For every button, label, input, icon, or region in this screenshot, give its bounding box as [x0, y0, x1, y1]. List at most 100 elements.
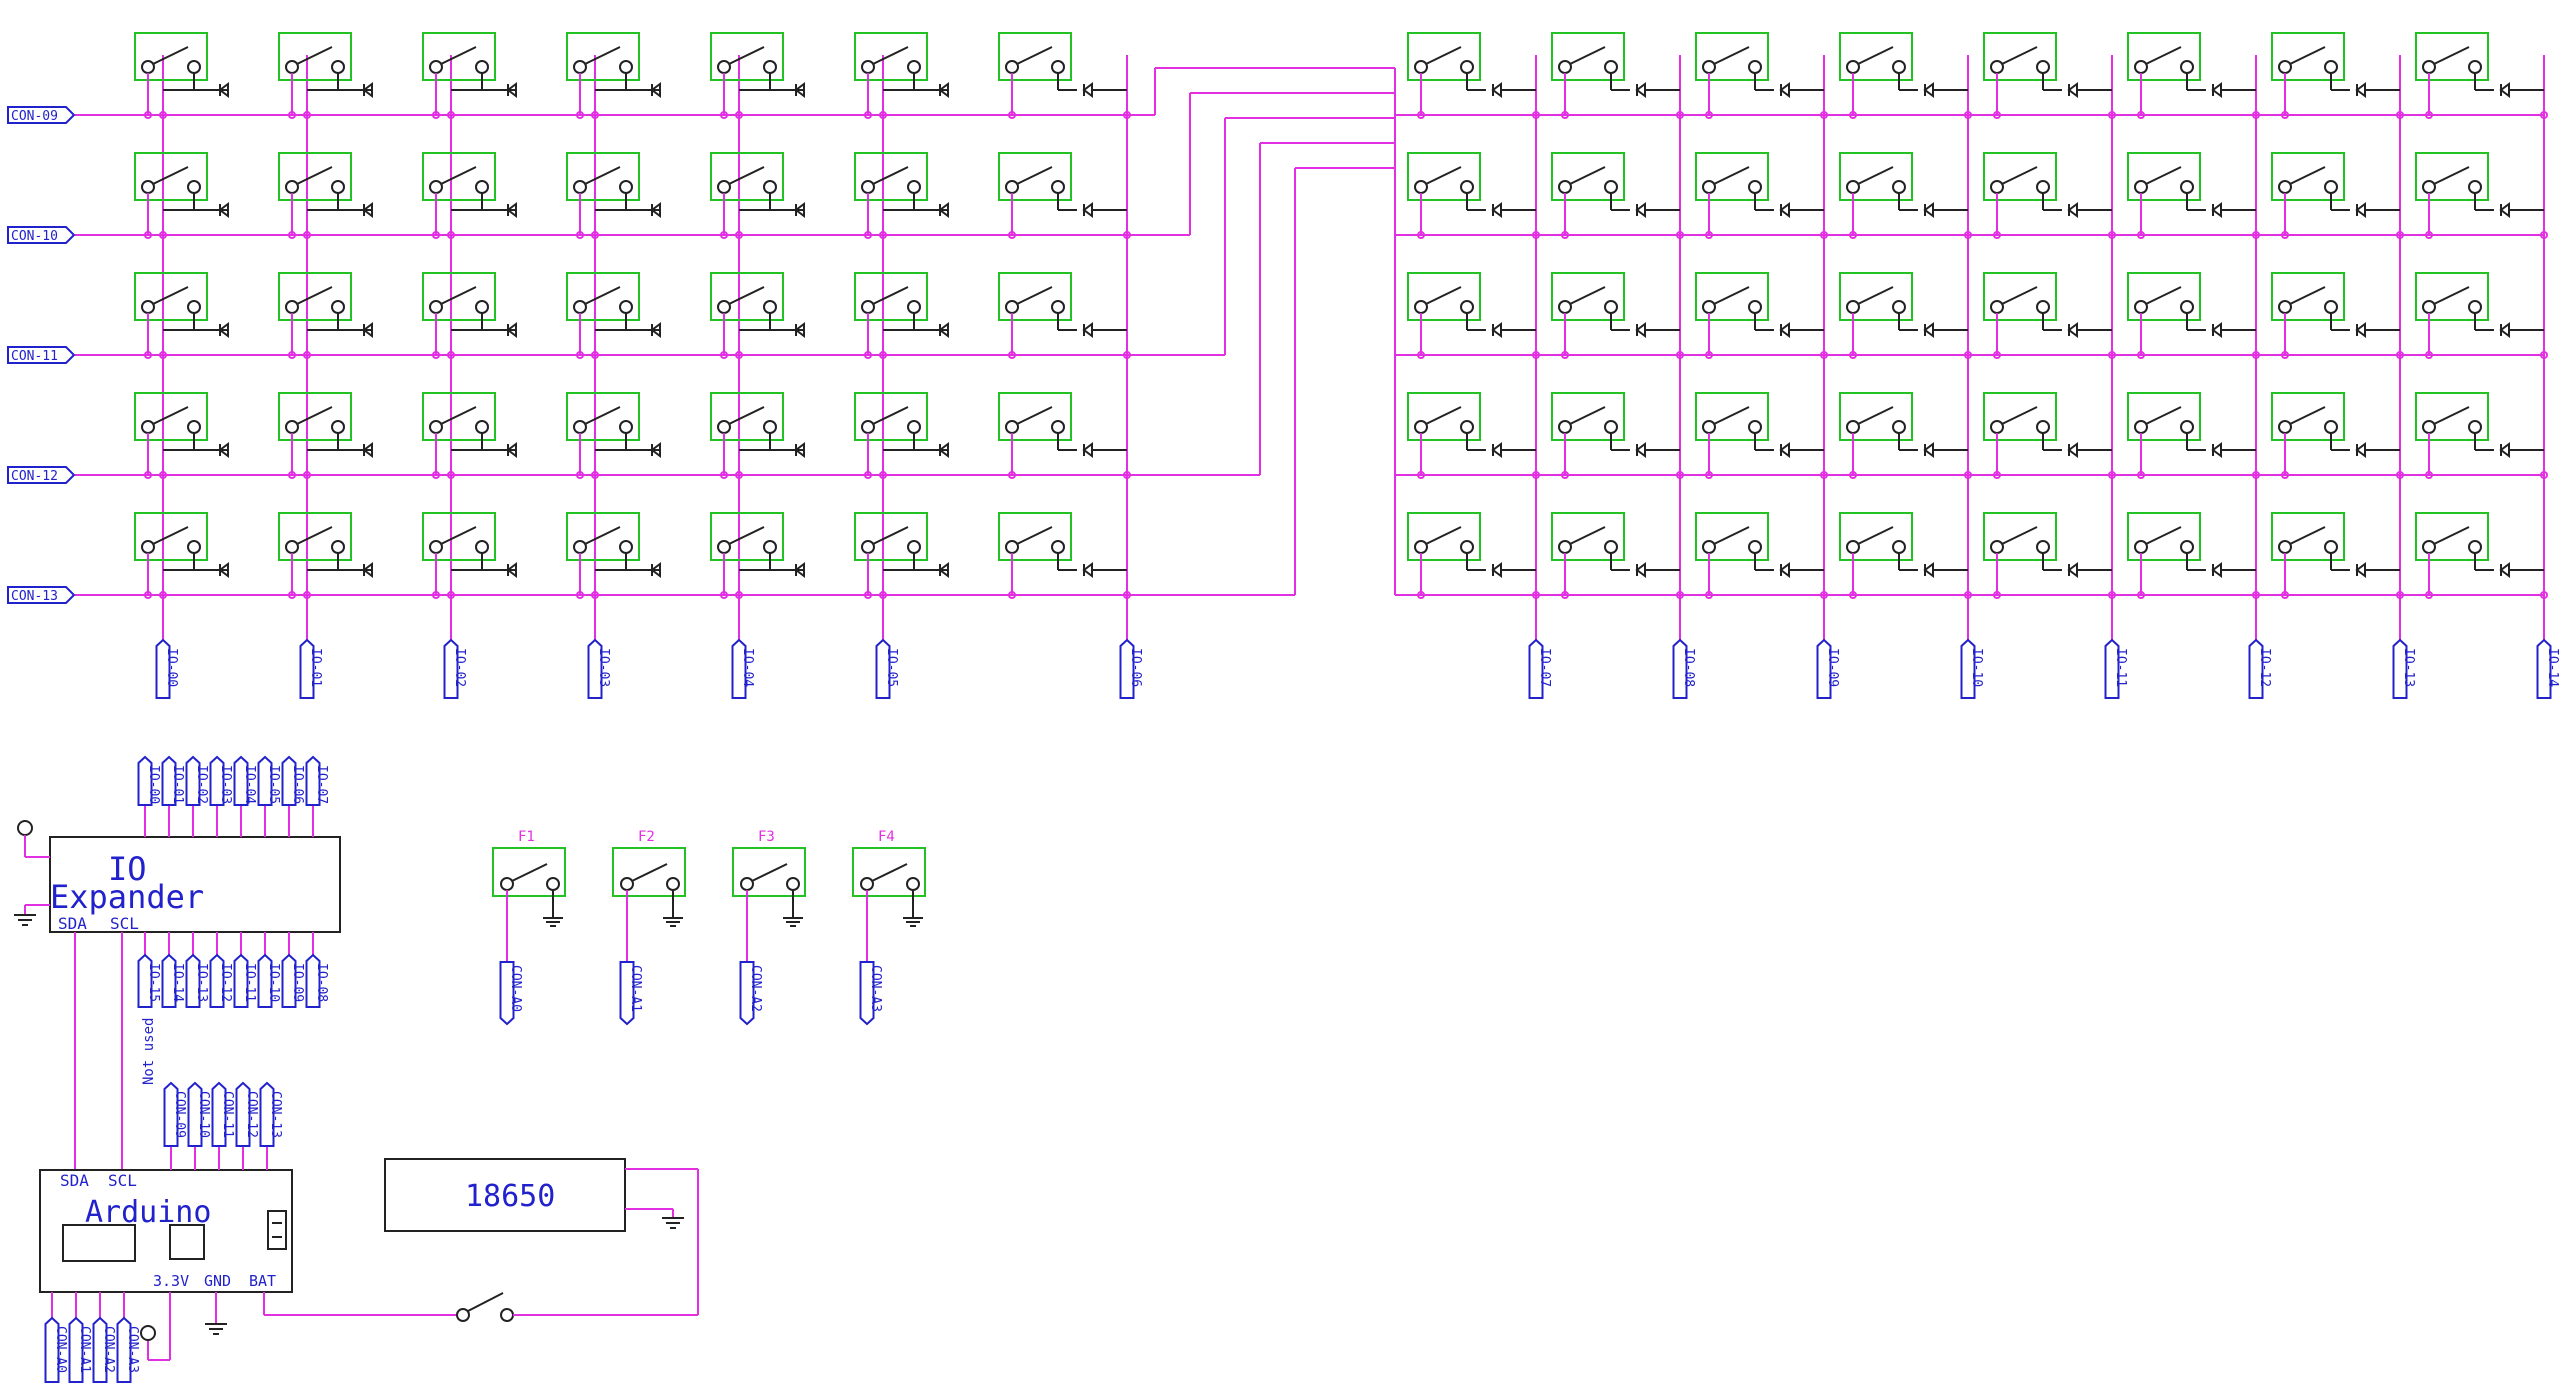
key-switch [2127, 152, 2260, 239]
io-expander-top-pin-label-text: IO-01 [170, 765, 185, 804]
row-connector-text: CON-11 [11, 349, 58, 364]
battery: 18650 [384, 1158, 699, 1315]
key-switch [2415, 512, 2548, 599]
column-connector-label-text: IO-06 [1128, 648, 1143, 687]
diode-icon [1491, 562, 1502, 578]
diode-icon [2211, 82, 2222, 98]
column-wire-IO-12: IO-12 [2248, 55, 2272, 699]
column-wire-IO-08: IO-08 [1672, 55, 1696, 699]
key-switch [2271, 152, 2404, 239]
diode-icon [1923, 322, 1934, 338]
io-expander-top-pin-label: IO-02 [185, 755, 209, 806]
arduino-bottom-pin-label-text: CON-A0 [53, 1326, 68, 1373]
key-switch [422, 272, 517, 359]
key-switch [1839, 392, 1972, 479]
row-connector-text: CON-13 [11, 589, 58, 604]
key-switch [710, 392, 805, 479]
column-wire-IO-01: IO-01 [299, 55, 323, 699]
key-switch [1551, 512, 1684, 599]
function-switch-connector: CON-A2 [739, 961, 763, 1026]
diode-icon [1491, 202, 1502, 218]
key-switch [1983, 392, 2116, 479]
key-switch [1839, 152, 1972, 239]
row-connector-label: CON-12 [7, 466, 76, 484]
diode-icon [1923, 442, 1934, 458]
diode-icon [1635, 82, 1646, 98]
io-expander-ground-icon [14, 904, 50, 926]
io-expander-bottom-pin-label-text: IO-09 [290, 963, 305, 1002]
battery-ground-icon [625, 1208, 684, 1229]
key-switch [710, 32, 805, 119]
column-connector-label: IO-14 [2536, 638, 2560, 699]
column-wire-IO-13: IO-13 [2392, 55, 2416, 699]
column-wire-IO-09: IO-09 [1816, 55, 1840, 699]
key-switch [134, 32, 229, 119]
io-expander-top-pin-label-text: IO-05 [266, 765, 281, 804]
function-switch-connector-text: CON-A3 [868, 965, 883, 1012]
io-expander-top-pin-label-text: IO-07 [314, 765, 329, 804]
arduino-bottom-pin-label-text: CON-A3 [125, 1326, 140, 1373]
io-expander-sda-pin: SDA [58, 914, 87, 933]
diode-icon [1779, 442, 1790, 458]
key-switch [2415, 32, 2548, 119]
key-switch [566, 512, 661, 599]
battery-body [384, 1158, 626, 1232]
function-switch-name: F3 [758, 829, 775, 845]
diode-icon [1082, 442, 1093, 458]
arduino-top-pin-label-text: CON-09 [172, 1091, 187, 1138]
key-switch [998, 512, 1131, 599]
arduino-gnd-pin: GND [204, 1272, 231, 1290]
io-expander-bottom-pin-label-text: IO-11 [242, 963, 257, 1002]
function-switch-connector-text: CON-A1 [628, 965, 643, 1012]
key-switch [710, 512, 805, 599]
column-wire-IO-07: IO-07 [1528, 55, 1552, 699]
column-connector-label-text: IO-08 [1681, 648, 1696, 687]
function-switch-connector-text: CON-A0 [508, 965, 523, 1012]
key-switch [1695, 272, 1828, 359]
column-wire-IO-00: IO-00 [155, 55, 179, 699]
column-connector-label: IO-08 [1672, 638, 1696, 699]
diode-icon [2499, 562, 2510, 578]
function-switch-connector-text: CON-A2 [748, 965, 763, 1012]
io-expander-top-pin-label-text: IO-06 [290, 765, 305, 804]
key-switch [422, 512, 517, 599]
column-wire-IO-10: IO-10 [1960, 55, 1984, 699]
column-connector-label: IO-09 [1816, 638, 1840, 699]
column-connector-label-text: IO-02 [452, 648, 467, 687]
diode-icon [2499, 82, 2510, 98]
diode-icon [2355, 442, 2366, 458]
diode-icon [1635, 202, 1646, 218]
io-expander-bottom-pin-label-text: IO-10 [266, 963, 281, 1002]
key-switch [2127, 272, 2260, 359]
io-expander-top-pin-label-text: IO-02 [194, 765, 209, 804]
diode-icon [1491, 82, 1502, 98]
column-connector-label-text: IO-12 [2257, 648, 2272, 687]
vcc-terminal-icon [17, 820, 33, 836]
row-connector-label: CON-10 [7, 226, 76, 244]
key-switch [134, 272, 229, 359]
key-switch [1551, 392, 1684, 479]
key-switch [566, 272, 661, 359]
diode-icon [2067, 322, 2078, 338]
io-expander-scl-pin: SCL [110, 914, 139, 933]
arduino-bat-pin: BAT [249, 1272, 276, 1290]
vcc-terminal-icon [140, 1325, 156, 1341]
io-expander-bottom-pin-label-text: IO-12 [218, 963, 233, 1002]
diode-icon [2355, 82, 2366, 98]
function-switch-connector: CON-A0 [499, 961, 523, 1026]
diode-icon [1082, 322, 1093, 338]
io-expander-top-pin-label: IO-04 [233, 755, 257, 806]
key-switch [710, 272, 805, 359]
row-connector-label: CON-13 [7, 586, 76, 604]
arduino-top-pin-label: CON-12 [235, 1081, 259, 1147]
diode-icon [1635, 322, 1646, 338]
io-expander-top-pin-label: IO-06 [281, 755, 305, 806]
key-switch [1407, 392, 1540, 479]
io-expander-bottom-pin-label-text: IO-08 [314, 963, 329, 1002]
column-connector-label: IO-03 [587, 638, 611, 699]
io-expander-bottom-pin-label: IO-11 [233, 953, 257, 1008]
